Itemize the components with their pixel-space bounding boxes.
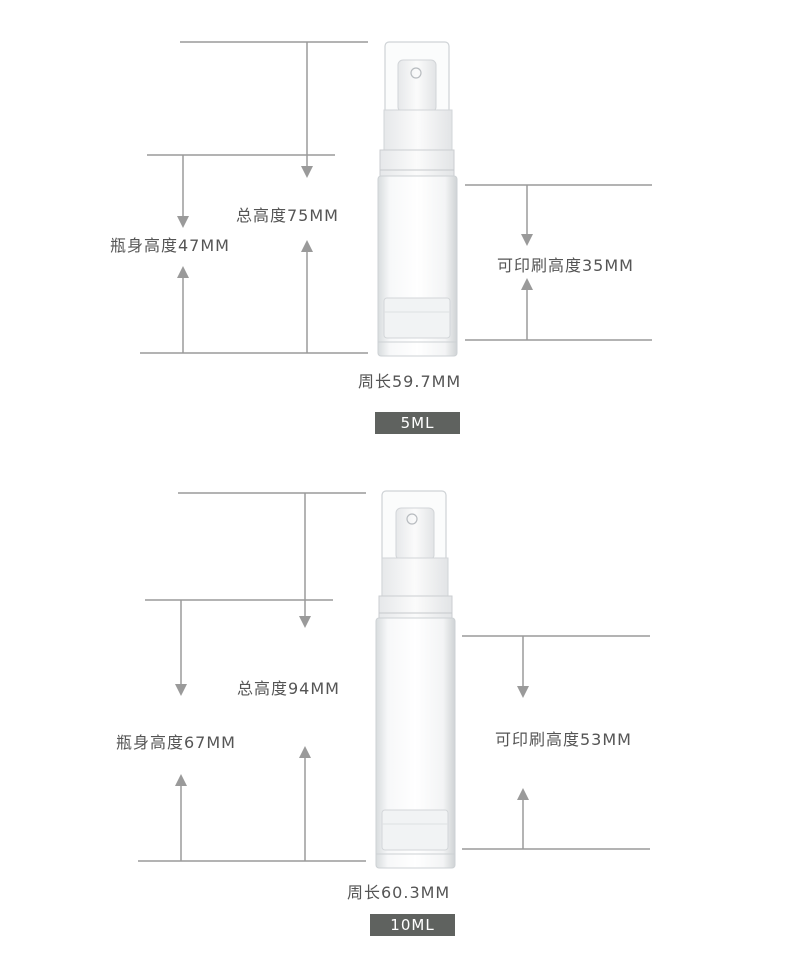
circumference-label: 周长60.3MM bbox=[347, 883, 451, 902]
arrow-up-icon bbox=[299, 746, 311, 758]
body-height-dimension bbox=[145, 599, 333, 861]
arrow-up-icon bbox=[521, 278, 533, 290]
arrow-down-icon bbox=[175, 684, 187, 696]
airless-pump-bottle-icon bbox=[377, 41, 458, 357]
arrow-down-icon bbox=[177, 216, 189, 228]
capacity-badge: 5ML bbox=[375, 412, 460, 434]
dimension-diagram-5ml bbox=[140, 41, 652, 357]
print-height-dimension bbox=[462, 635, 650, 850]
arrow-down-icon bbox=[517, 686, 529, 698]
arrow-up-icon bbox=[177, 266, 189, 278]
total-height-label: 总高度94MM bbox=[237, 679, 340, 698]
arrow-up-icon bbox=[301, 240, 313, 252]
body-height-label: 瓶身高度67MM bbox=[116, 733, 236, 752]
arrow-up-icon bbox=[517, 788, 529, 800]
print-height-label: 可印刷高度35MM bbox=[497, 256, 634, 275]
arrow-down-icon bbox=[521, 234, 533, 246]
circumference-label: 周长59.7MM bbox=[358, 372, 462, 391]
product-panel-10ml: 总高度94MM 瓶身高度67MM 可印刷高度53MM 周长60.3MM 10ML bbox=[0, 450, 790, 967]
arrow-up-icon bbox=[175, 774, 187, 786]
arrow-down-icon bbox=[299, 616, 311, 628]
total-height-label: 总高度75MM bbox=[236, 206, 339, 225]
airless-pump-bottle-icon bbox=[375, 490, 456, 869]
body-height-dimension bbox=[147, 154, 335, 353]
arrow-down-icon bbox=[301, 166, 313, 178]
print-height-label: 可印刷高度53MM bbox=[495, 730, 632, 749]
capacity-badge: 10ML bbox=[370, 914, 455, 936]
dimension-diagram-10ml bbox=[138, 490, 650, 869]
print-height-dimension bbox=[465, 184, 652, 341]
total-height-dimension bbox=[138, 492, 366, 862]
total-height-dimension bbox=[140, 41, 368, 354]
product-panel-5ml: 总高度75MM 瓶身高度47MM 可印刷高度35MM 周长59.7MM 5ML bbox=[0, 0, 790, 450]
body-height-label: 瓶身高度47MM bbox=[110, 236, 230, 255]
